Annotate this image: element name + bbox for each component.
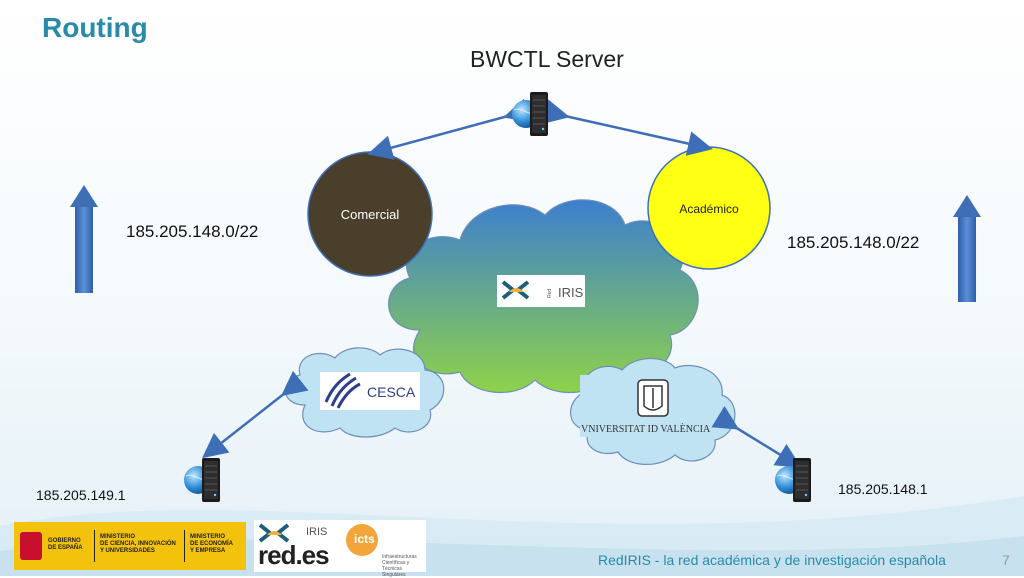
cesca-cloud [285,347,445,438]
left-prefix-label: 185.205.148.0/22 [126,222,259,241]
comercial-label: Comercial [341,207,400,222]
redes-logo-text: red.es [258,540,330,570]
rediris-small-logo-icon [258,523,290,543]
valencia-logo-text: VNIVERSITAT ID VALÈNCIA [581,423,711,435]
icts-logo-icon [346,524,378,556]
icts-logo-text: icts [354,532,375,546]
page-number: 7 [1002,552,1010,568]
page-title: Routing [42,12,148,43]
icts-caption: Infraestructuras Científicas y Técnicas … [382,554,417,578]
academico-label: Académico [679,202,739,216]
link-server-academico [542,99,713,156]
rediris-small-text: IRIS [306,526,328,538]
server-title: BWCTL Server [470,46,624,72]
link-valencia-host [711,405,802,468]
bottom-left-ip: 185.205.149.1 [36,487,126,503]
rediris-logo-red: Red [547,289,553,298]
left-up-arrow [70,185,98,293]
bottom-right-ip: 185.205.148.1 [838,481,928,497]
link-cesca-host [202,370,309,459]
spain-shield-icon [20,532,42,560]
bwctl-server-icon [511,91,549,137]
host-left-server-icon [183,457,221,503]
right-up-arrow [953,195,981,302]
partner-logos: IRIS red.es icts Infraestructuras Cientí… [254,520,426,578]
host-right-server-icon [774,457,812,503]
rediris-logo [497,275,585,307]
valencia-cloud [570,357,736,465]
link-server-comercial [367,98,531,160]
rediris-logo-text: IRIS [558,285,584,300]
footer-text: RedIRIS - la red académica y de investig… [598,552,946,568]
cesca-logo-text: CESCA [367,384,416,400]
right-prefix-label: 185.205.148.0/22 [787,233,920,252]
